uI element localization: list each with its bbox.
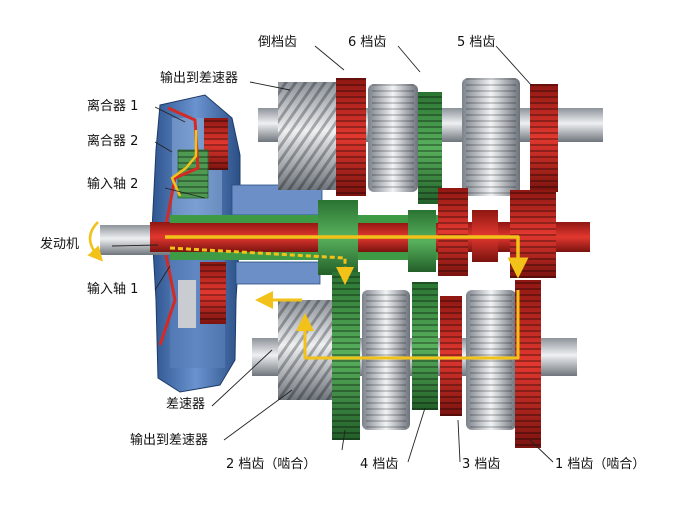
synchro-2-4 [362, 290, 410, 430]
label-engine: 发动机 [40, 237, 80, 252]
label-input-shaft-1: 输入轴 1 [87, 282, 139, 297]
label-gear-3: 3 档齿 [462, 457, 501, 472]
clutch-2-path [163, 106, 200, 231]
reverse-gear [336, 78, 366, 196]
label-output-diff-top: 输出到差速器 [160, 71, 239, 86]
input-gears-red [438, 188, 586, 278]
label-gear-5: 5 档齿 [457, 35, 496, 50]
synchro-5 [462, 78, 520, 196]
label-reverse-gear: 倒档齿 [258, 35, 298, 50]
label-clutch-1: 离合器 1 [87, 99, 139, 114]
label-input-shaft-2: 输入轴 2 [87, 177, 139, 192]
leader-lines [111, 45, 554, 463]
gear-5 [530, 84, 558, 192]
label-gear-4: 4 档齿 [360, 457, 399, 472]
input-gears-green [318, 200, 436, 275]
label-output-diff-bottom: 输出到差速器 [130, 433, 209, 448]
label-differential: 差速器 [166, 397, 206, 412]
synchro-1-3 [466, 290, 516, 430]
gear-4 [412, 282, 438, 410]
gear-2 [332, 272, 360, 440]
label-gear-6: 6 档齿 [348, 35, 387, 50]
synchro-6-r [368, 84, 418, 192]
label-gear-1: 1 档齿（啮合） [555, 457, 646, 472]
clutch-1-path [158, 249, 177, 346]
gear-3 [440, 296, 462, 416]
gear-6 [418, 92, 442, 204]
label-clutch-2: 离合器 2 [87, 134, 139, 149]
label-gear-2: 2 档齿（啮合） [226, 457, 317, 472]
power-flow-arrows [87, 130, 529, 360]
output-gear-top [278, 82, 340, 190]
clutch-1-discs [178, 262, 226, 328]
